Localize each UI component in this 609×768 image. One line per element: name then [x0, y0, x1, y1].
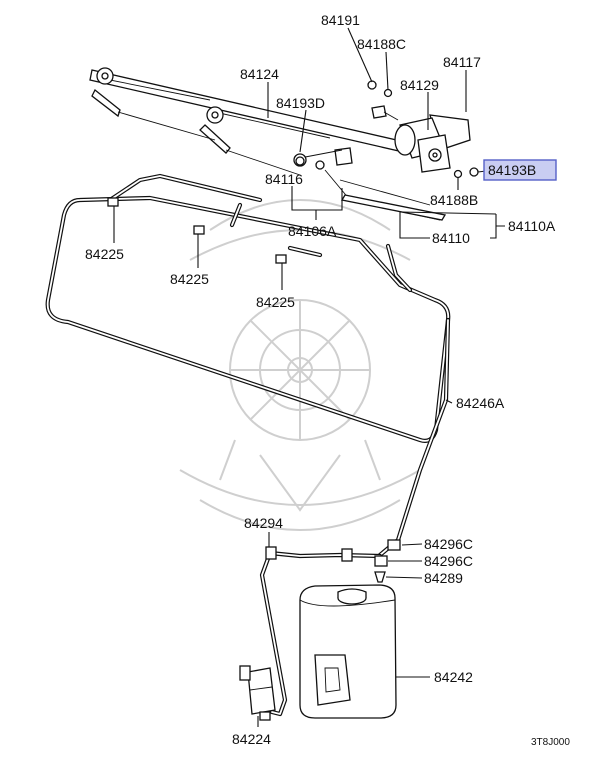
callout-labels: 84191 84188C 84117 84129 84124 84193D 84…: [85, 12, 570, 748]
callout-84225-right[interactable]: 84225: [256, 294, 295, 310]
washer-hose-frame: [45, 173, 451, 717]
callout-84188C[interactable]: 84188C: [357, 36, 406, 52]
callout-84110[interactable]: 84110: [432, 230, 470, 246]
callout-84296C-upper[interactable]: 84296C: [424, 536, 473, 552]
washer-pump: [239, 665, 276, 721]
callout-84246A[interactable]: 84246A: [456, 395, 505, 411]
diagram-code: 3T8J000: [531, 737, 570, 748]
callout-84294[interactable]: 84294: [244, 515, 283, 531]
callout-84193B-highlight: [483, 159, 557, 181]
watermark-emblem: [179, 199, 421, 531]
callout-84124[interactable]: 84124: [240, 66, 279, 82]
callout-84193D[interactable]: 84193D: [276, 95, 325, 111]
wiper-blade: [324, 169, 447, 221]
washer-tank: [299, 584, 397, 719]
callout-84193B[interactable]: 84193B: [488, 162, 536, 178]
callout-84106A[interactable]: 84106A: [288, 223, 337, 239]
callout-84188B[interactable]: 84188B: [430, 192, 478, 208]
wiper-motor: [295, 80, 479, 179]
callout-84224[interactable]: 84224: [232, 731, 271, 747]
callout-84117[interactable]: 84117: [443, 54, 481, 70]
callout-84289[interactable]: 84289: [424, 570, 463, 586]
callout-84225-middle[interactable]: 84225: [170, 271, 209, 287]
callout-84116[interactable]: 84116: [265, 171, 303, 187]
callout-84191[interactable]: 84191: [321, 12, 360, 28]
callout-84225-left[interactable]: 84225: [85, 246, 124, 262]
callout-84129[interactable]: 84129: [400, 77, 439, 93]
callout-84110A[interactable]: 84110A: [508, 218, 556, 234]
callout-84296C-lower[interactable]: 84296C: [424, 553, 473, 569]
callout-84242[interactable]: 84242: [434, 669, 473, 685]
